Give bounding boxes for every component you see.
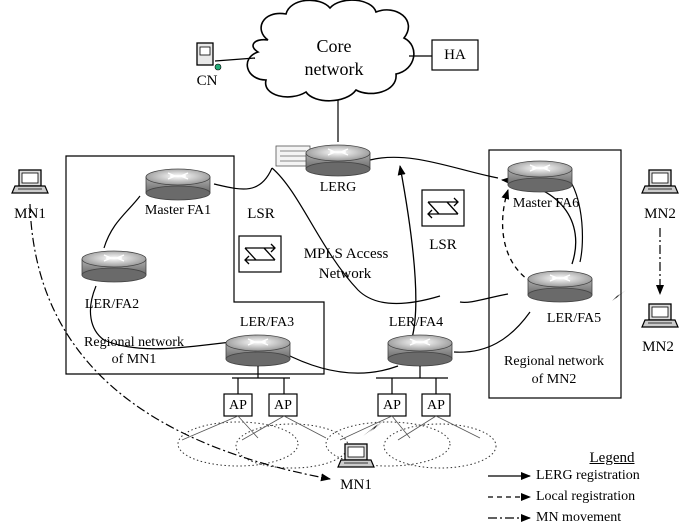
ap-bus-lines <box>232 366 448 394</box>
legend-samples <box>488 472 531 522</box>
cn-label: CN <box>196 73 218 89</box>
region-mn2-label-line2: of MN2 <box>531 372 577 387</box>
master-fa1-router-icon <box>145 168 211 201</box>
ler-fa4-label: LER/FA4 <box>388 315 444 330</box>
cn-link <box>214 57 256 62</box>
lsr-right-label: LSR <box>429 237 457 253</box>
lerg-registration-arrow-2 <box>501 176 577 265</box>
ler-fa2-label: LER/FA2 <box>84 297 140 312</box>
mn1-bottom-laptop-icon <box>337 443 375 468</box>
ler-fa5-label: LER/FA5 <box>546 311 602 326</box>
mn1-bottom-label: MN1 <box>340 477 372 493</box>
mn2-top-label: MN2 <box>644 206 676 222</box>
mn2-bottom-laptop-icon <box>641 303 679 328</box>
wireless-signal-icons <box>363 290 626 436</box>
mn1-movement-arrow <box>29 203 331 482</box>
master-fa6-router-icon <box>507 160 573 193</box>
legend-title: Legend <box>589 450 635 466</box>
lerg-flag <box>275 145 311 167</box>
region-mn1-box <box>65 155 325 375</box>
ha-label: HA <box>444 47 466 63</box>
ler-fa4-router-icon <box>387 334 453 367</box>
mpls-label-line2: Network <box>318 266 372 282</box>
ap-label-4: AP <box>427 398 445 413</box>
lerg-registration-arrow-1 <box>397 165 417 339</box>
legend-item-local: Local registration <box>536 489 636 504</box>
ler-fa2-router-icon <box>81 250 147 283</box>
region-mn1-label-line2: of MN1 <box>111 352 157 367</box>
ap-beams <box>181 415 481 441</box>
ler-fa5-router-icon <box>527 270 593 303</box>
cloud-label-line2: network <box>304 59 364 79</box>
cn-computer-icon <box>196 42 222 71</box>
mn2-top-laptop-icon <box>641 169 679 194</box>
ap-label-3: AP <box>383 398 401 413</box>
master-fa6-label: Master FA6 <box>512 196 580 211</box>
lsr-left-label: LSR <box>247 206 275 222</box>
ha-box <box>431 39 479 71</box>
ler-fa3-router-icon <box>225 334 291 367</box>
region-mn2-label-line1: Regional network <box>504 354 604 369</box>
mn1-left-label: MN1 <box>14 206 46 222</box>
lsr-right-switch-icon <box>421 189 465 227</box>
region-mn1-label-line1: Regional network <box>84 335 184 350</box>
region-mn2-box <box>488 149 622 399</box>
lsr-left-switch-icon <box>238 235 282 273</box>
core-network-cloud <box>246 0 415 102</box>
master-fa1-label: Master FA1 <box>144 203 212 218</box>
ler-fa3-label: LER/FA3 <box>239 315 295 330</box>
ap-label-1: AP <box>229 398 247 413</box>
mn2-bottom-label: MN2 <box>642 339 674 355</box>
legend-item-lerg: LERG registration <box>536 468 640 483</box>
ap-boxes <box>223 393 451 417</box>
ap-label-2: AP <box>274 398 292 413</box>
lerg-label: LERG <box>319 180 357 195</box>
legend-item-movement: MN movement <box>536 510 622 525</box>
mn1-left-laptop-icon <box>11 169 49 194</box>
ap-coverage-cells <box>177 421 497 469</box>
mpls-label-line1: MPLS Access <box>303 246 389 262</box>
cloud-label-line1: Core <box>316 36 352 56</box>
lerg-router-icon <box>305 144 371 177</box>
